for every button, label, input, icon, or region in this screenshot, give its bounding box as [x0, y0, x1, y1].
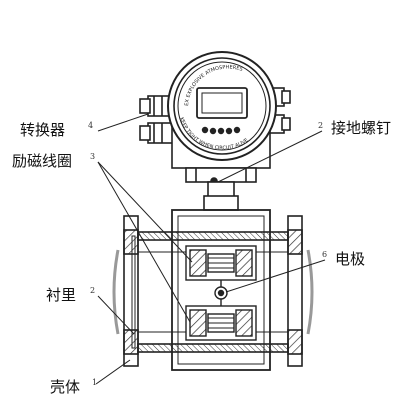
label-housing: 壳体 — [50, 378, 81, 396]
number-housing: 1 — [92, 378, 98, 387]
cable-gland-left-lower — [139, 122, 175, 144]
number-excitation-coil: 3 — [90, 152, 96, 161]
number-liner: 2 — [90, 286, 96, 295]
leader-coil — [97, 161, 193, 263]
label-converter: 转换器 — [20, 121, 66, 139]
excitation-coil-upper — [185, 245, 257, 281]
number-ground-screw: 2 — [318, 121, 324, 130]
label-electrode: 电极 — [335, 250, 366, 268]
leader-coil-2 — [97, 161, 191, 323]
pipe-body — [112, 209, 314, 371]
excitation-coil-lower — [185, 305, 257, 341]
number-electrode: 6 — [322, 250, 328, 259]
number-converter: 4 — [88, 121, 94, 130]
label-ground-screw: 接地螺钉 — [331, 119, 392, 137]
label-liner: 衬里 — [46, 286, 77, 304]
leader-housing — [95, 359, 131, 385]
leader-liner — [97, 295, 135, 335]
leader-ground-screw — [217, 130, 323, 183]
label-excitation-coil: 励磁线圈 — [12, 152, 73, 170]
converter-head — [139, 51, 291, 211]
leader-converter — [97, 113, 149, 132]
electrode — [214, 280, 228, 306]
leader-lines — [95, 113, 326, 385]
leader-electrode — [225, 259, 326, 293]
